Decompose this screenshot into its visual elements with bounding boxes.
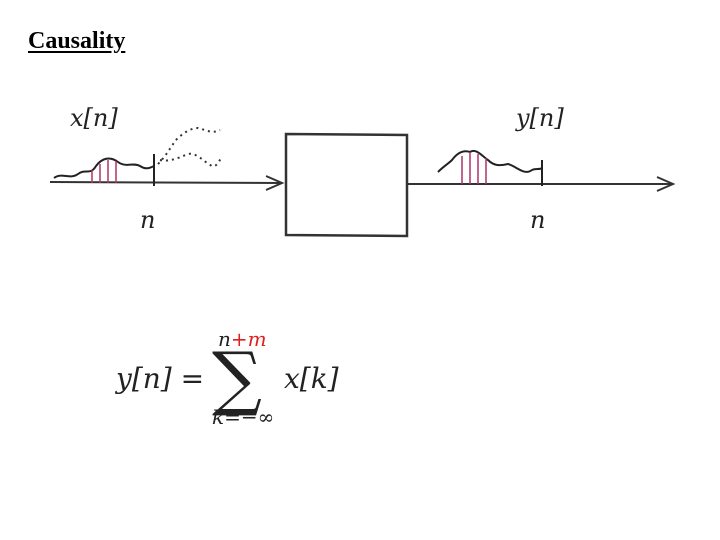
input-axis-line [49,181,281,184]
output-signal-curve [437,150,543,173]
input-signal-label: x[n] [70,104,118,132]
system-box [284,132,409,238]
sum-lower-limit: k=−∞ [212,405,274,429]
sum-upper-highlight: +m [231,327,267,351]
input-future-dotted-curve-2 [159,152,223,168]
output-arrow-head [656,176,676,192]
output-sample-lines [461,152,487,184]
formula-lhs: y[n] = [114,362,204,395]
summand: x[k] [284,362,339,395]
output-signal-label: y[n] [515,104,564,132]
input-future-dotted-curve [157,126,221,165]
input-axis-label: n [140,206,155,234]
input-signal-curve [53,157,155,179]
summation-sign: ∑ [212,337,262,419]
sum-upper-base: n [218,327,231,351]
slide-title: Causality [28,28,126,54]
sum-upper-limit: n+m [218,327,267,351]
input-sample-lines [91,160,117,183]
output-axis-label: n [530,206,545,234]
input-arrow-head [265,175,285,191]
